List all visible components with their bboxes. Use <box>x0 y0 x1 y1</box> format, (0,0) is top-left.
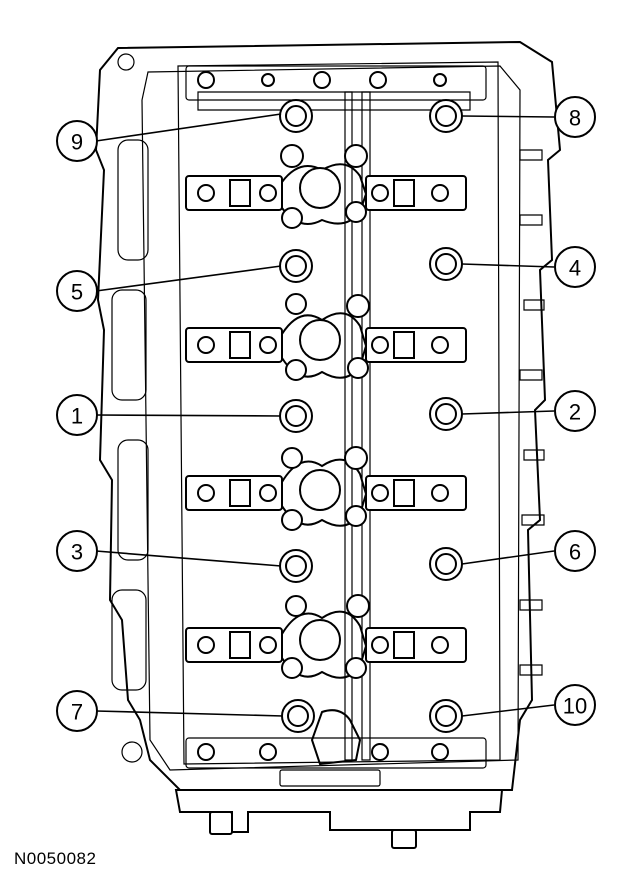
head-bolt-8 <box>429 99 463 133</box>
head-bolt-2 <box>429 397 463 431</box>
callout-2: 2 <box>554 390 596 432</box>
head-bolt-10 <box>429 699 463 733</box>
callout-4: 4 <box>554 246 596 288</box>
head-bolt-7 <box>281 699 315 733</box>
callout-9: 9 <box>56 120 98 162</box>
callout-7: 7 <box>56 690 98 732</box>
head-bolts <box>279 99 463 733</box>
callout-10: 10 <box>554 684 596 726</box>
callout-1: 1 <box>56 394 98 436</box>
head-bolt-4 <box>429 247 463 281</box>
callout-label: 5 <box>71 280 83 305</box>
callout-label: 2 <box>569 400 581 425</box>
callout-label: 9 <box>71 130 83 155</box>
head-bolt-3 <box>279 549 313 583</box>
rear-end-components <box>174 709 504 849</box>
front-cover-bolts <box>185 65 487 101</box>
callout-label: 3 <box>71 540 83 565</box>
callout-label: 8 <box>569 106 581 131</box>
callout-label: 6 <box>569 540 581 565</box>
head-bolt-9 <box>279 99 313 133</box>
figure-id: N0050082 <box>14 849 97 868</box>
head-bolt-5 <box>279 249 313 283</box>
head-bolt-1 <box>279 399 313 433</box>
leader-lines <box>95 113 555 717</box>
head-bolt-6 <box>429 547 463 581</box>
callout-6: 6 <box>554 530 596 572</box>
callout-label: 7 <box>71 700 83 725</box>
cam-bearing-caps <box>185 144 467 679</box>
callout-3: 3 <box>56 530 98 572</box>
callout-8: 8 <box>554 96 596 138</box>
callout-label: 10 <box>563 694 587 719</box>
callout-5: 5 <box>56 270 98 312</box>
callout-label: 1 <box>71 404 83 429</box>
callout-label: 4 <box>569 256 581 281</box>
